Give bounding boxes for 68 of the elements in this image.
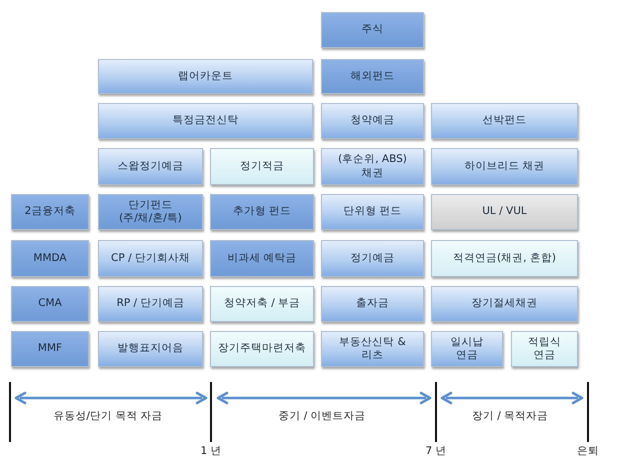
product-box bbox=[321, 194, 424, 230]
product-box bbox=[431, 240, 578, 277]
product-name: 랩어카운트 bbox=[178, 70, 233, 84]
product-name: 스왑정기예금 bbox=[118, 160, 184, 174]
product-name: 일시납 연금 bbox=[450, 336, 484, 362]
product-name: 특정금전신탁 bbox=[172, 114, 238, 128]
product-box bbox=[210, 148, 314, 185]
product-box bbox=[321, 240, 424, 277]
time-mark: 은퇴 bbox=[577, 445, 599, 458]
product-box bbox=[210, 286, 314, 322]
product-name: UL / VUL bbox=[482, 205, 527, 219]
product-name: 적격연금(채권, 혼합) bbox=[453, 252, 556, 266]
product-name: 적립식 연금 bbox=[527, 336, 562, 362]
product-name: 선박펀드 bbox=[482, 114, 526, 128]
product-box bbox=[321, 331, 424, 367]
product-box bbox=[431, 103, 578, 139]
product-name: 정기예금 bbox=[350, 252, 394, 266]
product-box bbox=[321, 59, 424, 94]
product-name: 부동산신탁 & 리츠 bbox=[338, 336, 407, 362]
product-box bbox=[11, 286, 89, 322]
product-box bbox=[11, 194, 89, 230]
product-box bbox=[431, 148, 578, 185]
product-name: 단기펀드 (주/채/혼/특) bbox=[118, 198, 183, 226]
time-mark: 7 년 bbox=[425, 445, 447, 458]
product-box bbox=[98, 59, 313, 94]
product-name: 발행표지어음 bbox=[118, 342, 184, 356]
product-box bbox=[98, 240, 203, 277]
product-name: 청약예금 bbox=[350, 114, 394, 128]
product-box bbox=[210, 240, 314, 277]
product-name: 정기적금 bbox=[240, 160, 284, 174]
product-box bbox=[98, 103, 313, 139]
product-name: 청약저축 / 부금 bbox=[224, 297, 300, 311]
product-box bbox=[11, 331, 89, 367]
product-name: CMA bbox=[38, 297, 62, 311]
period-label: 유동성/단기 목적 자금 bbox=[53, 410, 163, 423]
product-name: 장기주택마련저축 bbox=[218, 342, 306, 356]
product-name: 비과세 예탁금 bbox=[227, 252, 297, 266]
product-box bbox=[321, 286, 424, 322]
product-name: 2금융저축 bbox=[24, 205, 76, 219]
product-name: (후순위, ABS) 채권 bbox=[337, 153, 408, 180]
period-label: 중기 / 이벤트자금 bbox=[278, 410, 366, 423]
product-name: MMDA bbox=[33, 252, 67, 266]
product-name: 장기절세채권 bbox=[472, 297, 538, 311]
product-name: 주식 bbox=[362, 23, 384, 37]
product-box bbox=[210, 331, 314, 367]
product-name: 단위형 펀드 bbox=[343, 205, 402, 219]
product-box bbox=[321, 103, 424, 139]
product-box bbox=[11, 240, 89, 277]
product-box bbox=[431, 286, 578, 322]
product-name: 해외펀드 bbox=[350, 70, 394, 84]
product-box bbox=[431, 331, 503, 367]
product-box bbox=[98, 331, 203, 367]
period-label: 장기 / 목적자금 bbox=[472, 410, 548, 423]
product-box bbox=[431, 194, 578, 230]
product-box bbox=[98, 148, 203, 185]
product-box bbox=[511, 331, 578, 367]
product-box bbox=[210, 194, 314, 230]
product-name: 하이브리드 채권 bbox=[464, 160, 545, 174]
time-mark: 1 년 bbox=[200, 445, 222, 458]
product-name: MMF bbox=[38, 342, 62, 356]
product-name: RP / 단기예금 bbox=[116, 297, 184, 311]
product-name: 출자금 bbox=[356, 297, 389, 311]
product-box bbox=[98, 286, 203, 322]
product-name: CP / 단기회사채 bbox=[111, 252, 190, 266]
product-name: 추가형 펀드 bbox=[232, 205, 292, 219]
product-box bbox=[321, 12, 424, 48]
product-box bbox=[321, 148, 424, 185]
product-box bbox=[98, 194, 203, 230]
